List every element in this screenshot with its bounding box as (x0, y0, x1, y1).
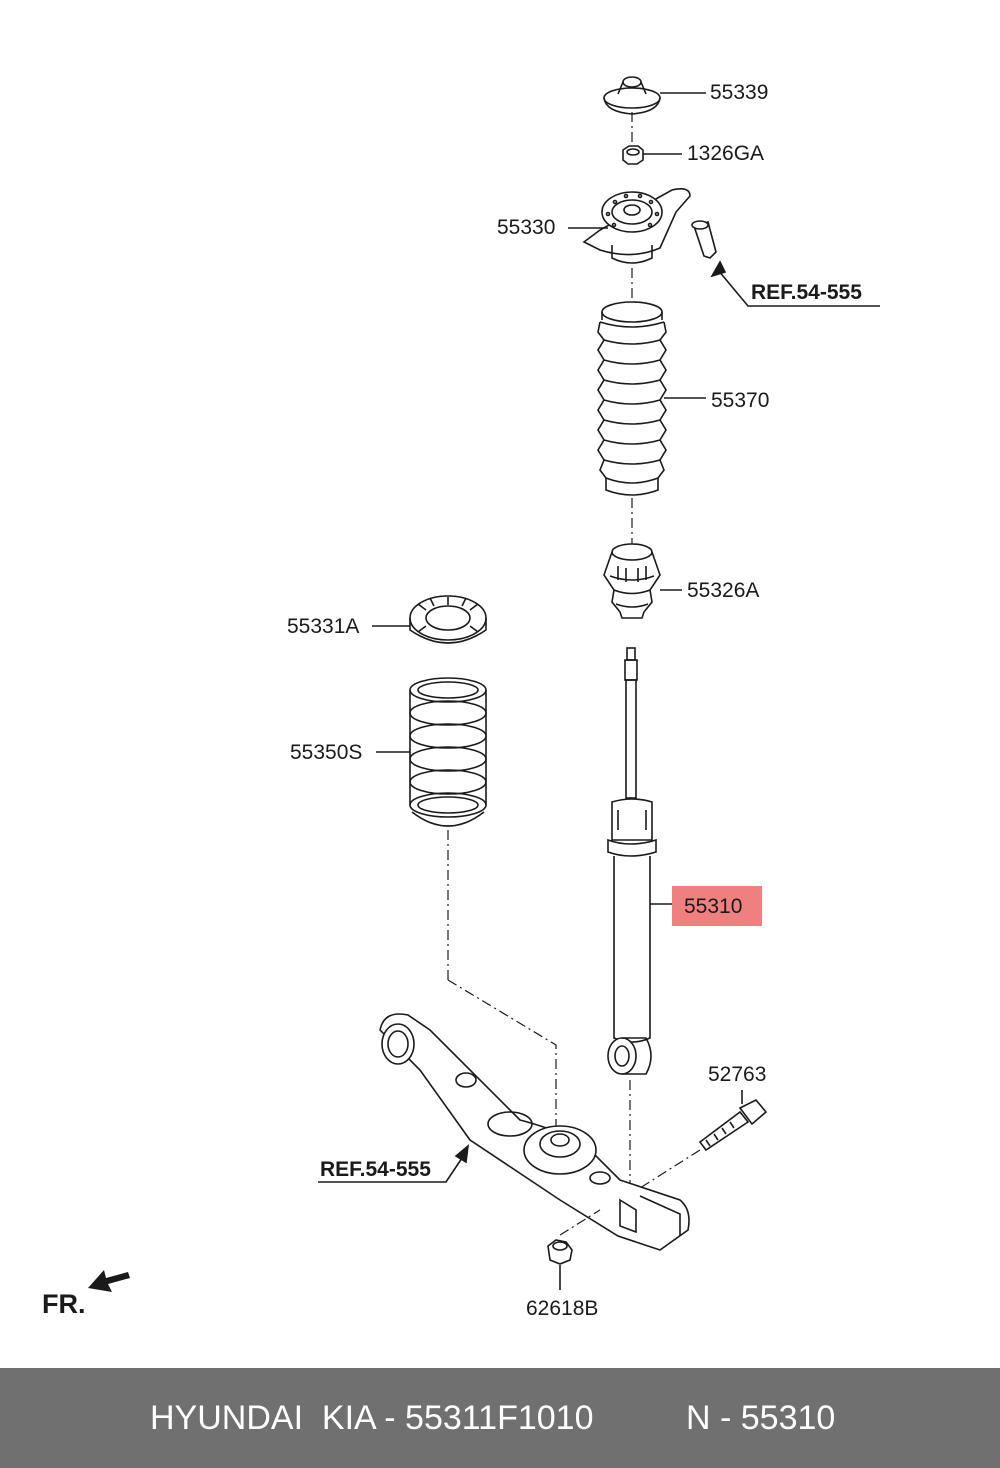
mount-bolt (691, 220, 717, 259)
footer-bar: HYUNDAI KIA - 55311F1010 N - 55310 (0, 1368, 1000, 1468)
label-55350S[interactable]: 55350S (290, 741, 362, 764)
nut-1326GA (622, 145, 644, 165)
label-55310[interactable]: 55310 (684, 895, 742, 918)
label-62618B[interactable]: 62618B (526, 1297, 598, 1320)
ref-label-top[interactable]: REF.54-555 (751, 281, 862, 304)
label-55339[interactable]: 55339 (710, 81, 768, 104)
ref-label-bottom[interactable]: REF.54-555 (320, 1158, 431, 1181)
parts-diagram: 55339 1326GA 55330 REF.54-555 55370 5532… (42, 76, 880, 1320)
footer-part-number: HYUNDAI KIA - 55311F1010 (150, 1399, 594, 1437)
nut-62618B (547, 1239, 573, 1265)
highlight-box (672, 886, 762, 926)
lower-arm (379, 1013, 690, 1251)
label-55370[interactable]: 55370 (711, 389, 769, 412)
front-label: FR. (42, 1289, 86, 1319)
label-52763[interactable]: 52763 (708, 1063, 766, 1086)
front-arrow-icon (88, 1270, 130, 1292)
footer-diagram-ref: N - 55310 (686, 1399, 836, 1437)
label-1326GA[interactable]: 1326GA (687, 142, 764, 165)
label-55330[interactable]: 55330 (497, 216, 555, 239)
label-55331A[interactable]: 55331A (287, 615, 359, 638)
label-55326A[interactable]: 55326A (687, 579, 759, 602)
ref-leader-top (710, 260, 880, 307)
bump-stopper-55326A (603, 543, 661, 619)
strut-mount-55330 (582, 188, 691, 264)
shock-absorber-55310 (607, 647, 657, 1075)
coil-spring-55350S (409, 677, 487, 827)
ref-leader-bottom (318, 1144, 470, 1183)
dust-boot-55370 (597, 301, 667, 496)
dust-cap-55339 (603, 76, 661, 115)
spring-seat-55331A (409, 595, 487, 644)
bolt-52763 (698, 1099, 768, 1152)
